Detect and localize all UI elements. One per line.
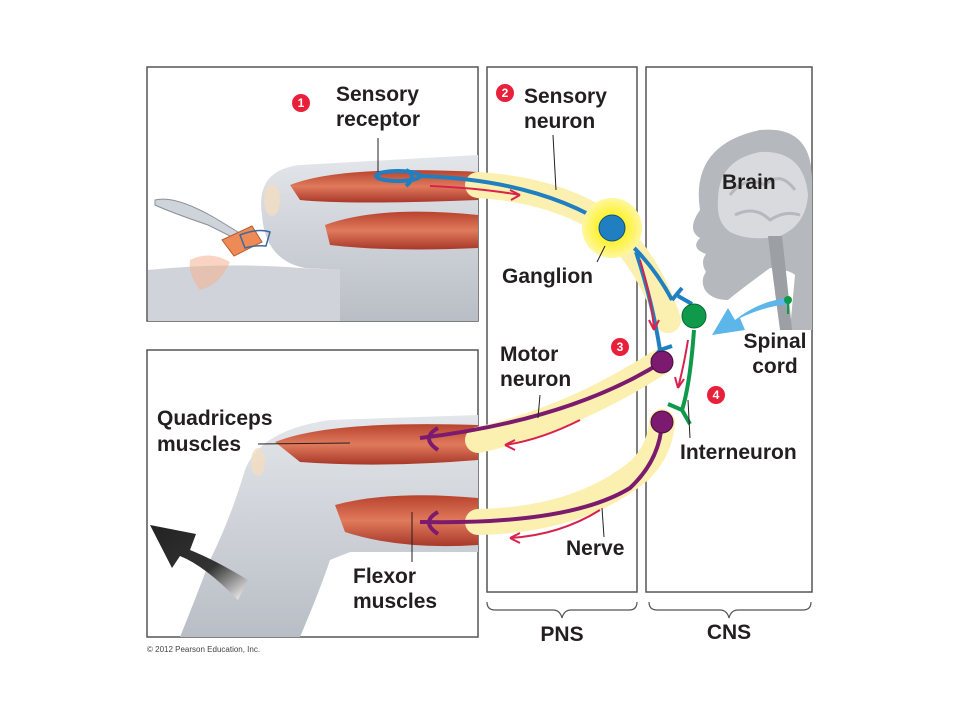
label-spinal-cord-line2: cord: [752, 355, 798, 378]
spinal-cord-shape: [768, 236, 792, 330]
cns-brace: [648, 601, 812, 619]
label-quadriceps-line2: muscles: [157, 433, 241, 456]
label-sensory-receptor-line1: Sensory: [336, 83, 419, 106]
svg-text:2: 2: [502, 86, 509, 100]
top-leg-illustration: [148, 155, 478, 321]
label-ganglion: Ganglion: [502, 265, 593, 288]
label-brain: Brain: [722, 171, 776, 194]
bottom-leg-illustration: [180, 415, 478, 637]
step-badge-2: 2: [496, 84, 514, 102]
brain-shape: [717, 151, 808, 239]
motor-neuron-cell-2: [650, 410, 674, 434]
copyright-notice: © 2012 Pearson Education, Inc.: [147, 645, 260, 654]
reflex-hammer: [154, 198, 271, 290]
ganglion-cell-body: [598, 214, 626, 242]
label-interneuron: Interneuron: [680, 441, 797, 464]
svg-text:1: 1: [298, 96, 305, 110]
label-flexor-line2: muscles: [353, 590, 437, 613]
quadriceps-muscle: [275, 424, 478, 465]
label-sensory-receptor-line2: receptor: [336, 108, 420, 131]
pns-brace: [486, 601, 638, 619]
label-quadriceps-line1: Quadriceps: [157, 407, 273, 430]
label-flexor-line1: Flexor: [353, 565, 416, 588]
motor-neurons: [419, 360, 664, 536]
label-sensory-neuron-line2: neuron: [524, 110, 595, 133]
step-badge-4: 4: [707, 386, 725, 404]
head-silhouette: [693, 129, 812, 330]
cross-section-arrow: [712, 298, 790, 335]
label-motor-neuron-line2: neuron: [500, 368, 571, 391]
leader-lines: [257, 134, 691, 562]
label-sensory-neuron-line1: Sensory: [524, 85, 607, 108]
flexor-muscle: [335, 495, 478, 547]
step-badge-1: 1: [292, 94, 310, 112]
signal-arrows: [429, 185, 689, 544]
step-badge-3: 3: [611, 338, 629, 356]
label-pns: PNS: [540, 623, 583, 646]
label-cns: CNS: [707, 621, 751, 644]
top-flexor-muscle: [325, 211, 478, 250]
svg-text:3: 3: [617, 340, 624, 354]
leg-movement-arrow: [150, 525, 248, 600]
pns-panel: [486, 66, 638, 593]
svg-text:4: 4: [713, 388, 720, 402]
label-spinal-cord-line1: Spinal: [743, 330, 806, 353]
label-nerve: Nerve: [566, 537, 624, 560]
label-motor-neuron-line1: Motor: [500, 343, 558, 366]
motor-neuron-cell-1: [650, 350, 674, 374]
